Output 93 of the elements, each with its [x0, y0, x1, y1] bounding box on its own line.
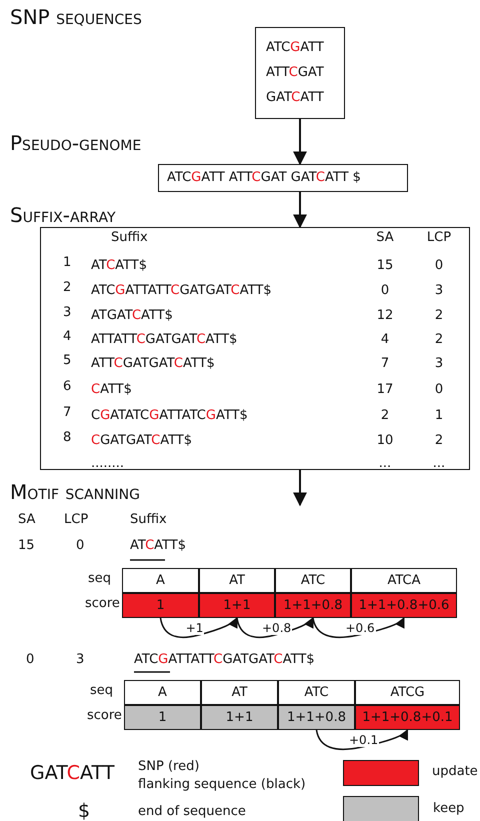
row-label: seq: [90, 683, 114, 698]
pseudo-genome-box: [158, 164, 408, 192]
column-header: LCP: [64, 512, 88, 527]
sequence-text: ATCGATT: [266, 40, 324, 55]
sequence-cell: A: [122, 568, 199, 593]
sa-value: 0: [380, 283, 390, 298]
suffix-sequence: ATTCGATGATCATT$: [91, 356, 215, 371]
sequence-cell: ATCG: [355, 680, 460, 705]
sequence-cell: ATCA: [351, 568, 457, 593]
ellipsis: ...: [378, 456, 392, 471]
score-cell: 1+1: [201, 705, 278, 730]
sa-value: 15: [18, 538, 35, 553]
score-cell: 1: [124, 705, 201, 730]
score-cell: 1+1+0.8+0.1: [355, 705, 460, 730]
suffix-sequence: CATT$: [91, 382, 132, 397]
suffix-sequence: ATCATT$: [130, 538, 186, 553]
row-label: seq: [88, 571, 112, 586]
suffix-array-table: [40, 227, 470, 470]
column-header: Suffix: [130, 512, 167, 527]
sa-value: 7: [380, 356, 390, 371]
legend-text: update: [432, 764, 478, 779]
section-heading: Motif scanning: [10, 480, 140, 504]
suffix-sequence: CGATATCGATTATCGATT$: [91, 408, 248, 423]
row-number: 7: [63, 405, 72, 420]
legend-text: end of sequence: [138, 804, 246, 819]
row-label: score: [87, 708, 122, 723]
sequence-box: [255, 27, 345, 119]
lcp-value: 3: [76, 652, 84, 667]
lcp-value: 0: [434, 382, 444, 397]
score-cell: 1+1+0.8: [275, 593, 351, 618]
row-number: 1: [63, 255, 72, 270]
section-heading: Suffix-array: [10, 203, 116, 227]
suffix-sequence: CGATGATCATT$: [91, 433, 192, 448]
lcp-value: 3: [434, 356, 444, 371]
lcp-value: 2: [434, 433, 444, 448]
arrow: [293, 192, 307, 228]
row-number: 5: [63, 353, 72, 368]
score-cell: 1: [122, 593, 199, 618]
edge-label: +1: [184, 622, 204, 635]
row-number: 3: [63, 305, 72, 320]
ellipsis: ........: [91, 456, 124, 471]
sequence-cell: ATC: [278, 680, 355, 705]
sequence-cell: ATC: [275, 568, 351, 593]
row-number: 6: [63, 379, 72, 394]
sequence-text: ATCGATT ATTCGAT GATCATT $: [167, 170, 361, 185]
sa-value: 4: [380, 332, 390, 347]
row-label: score: [85, 596, 120, 611]
column-header: LCP: [426, 230, 452, 245]
lcp-value: 2: [434, 308, 444, 323]
sequence-cell: A: [124, 680, 201, 705]
sequence-text: GATCATT: [266, 90, 324, 105]
legend-text: SNP (red): [138, 759, 200, 774]
lcp-value: 3: [434, 283, 444, 298]
sa-value: 17: [376, 382, 394, 397]
sequence-cell: AT: [199, 568, 275, 593]
sequence-text: ATTCGAT: [266, 65, 324, 80]
legend-sample: GATCATT: [30, 762, 114, 784]
arrow: [293, 119, 307, 166]
row-number: 2: [63, 280, 72, 295]
score-cell: 1+1+0.8: [278, 705, 355, 730]
score-cell: 1+1: [199, 593, 275, 618]
edge-label: +0.6: [344, 622, 376, 635]
column-header: Suffix: [111, 230, 148, 245]
suffix-sequence: ATCGATTATTCGATGATCATT$: [91, 283, 272, 298]
legend-sample: $: [78, 800, 90, 821]
sa-value: 10: [376, 433, 394, 448]
section-heading: SNP sequences: [10, 5, 142, 29]
curved-arrow: [160, 617, 238, 638]
arrow: [293, 470, 307, 506]
suffix-sequence: ATTATTCGATGATCATT$: [91, 332, 238, 347]
score-cell: 1+1+0.8+0.6: [351, 593, 457, 618]
lcp-value: 1: [434, 408, 444, 423]
edge-label: +0.8: [261, 622, 292, 635]
suffix-sequence: ATCGATTATTCGATGATCATT$: [134, 652, 315, 667]
sa-value: 2: [380, 408, 390, 423]
sa-value: 12: [376, 308, 394, 323]
legend-text: flanking sequence (black): [138, 777, 306, 792]
sequence-cell: AT: [201, 680, 278, 705]
suffix-sequence: ATCATT$: [91, 258, 147, 273]
column-header: SA: [18, 512, 36, 527]
suffix-sequence: ATGATCATT$: [91, 308, 173, 323]
lcp-value: 0: [76, 538, 84, 553]
lcp-value: 0: [434, 258, 444, 273]
row-number: 8: [63, 430, 72, 445]
lcp-value: 2: [434, 332, 444, 347]
section-heading: Pseudo-genome: [10, 131, 142, 155]
column-header: SA: [375, 230, 395, 245]
sa-value: 0: [26, 652, 34, 667]
edge-label: +0.1: [348, 734, 380, 747]
legend-text: keep: [433, 801, 464, 816]
sa-value: 15: [376, 258, 394, 273]
ellipsis: ...: [432, 456, 446, 471]
row-number: 4: [63, 329, 72, 344]
